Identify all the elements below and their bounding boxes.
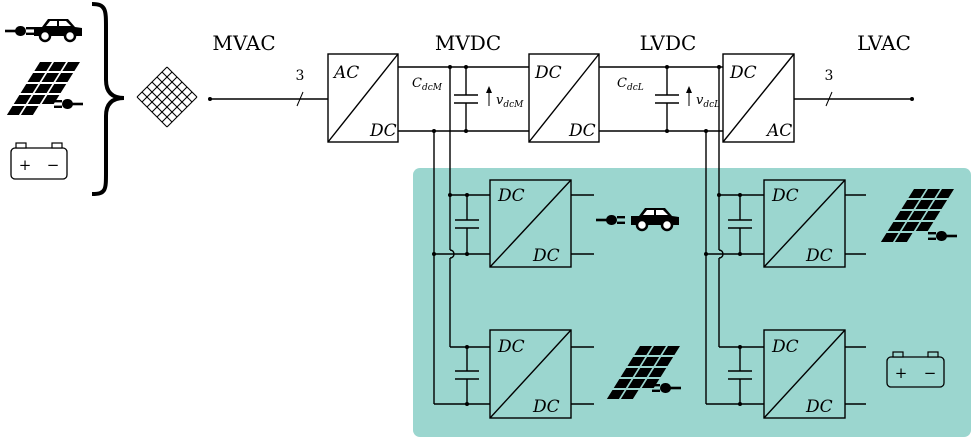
svg-text:DC: DC [568,121,596,141]
svg-text:DC: DC [805,246,833,266]
converter-dc-dc-main: DC DC [528,53,600,143]
left-bus-wiring [432,67,594,406]
svg-text:DC: DC [534,63,562,83]
lv-capacitor-label: CdcL [617,76,644,93]
ev-charger-icon [5,26,34,36]
grid-mesh-icon [136,66,198,128]
lv-voltage-label: vdcL [696,93,720,110]
battery-minus: − [924,364,937,382]
converter-sub-ev: DC DC [489,179,572,268]
label-lvdc: LVDC [640,31,697,55]
converter-dc-ac: DC AC [722,53,795,143]
car-icon [32,17,84,43]
converter-sub-pv-left: DC DC [489,329,572,419]
label-mvac: MVAC [212,31,275,55]
svg-text:DC: DC [497,337,525,357]
battery-icon: + − [886,351,945,388]
svg-text:DC: DC [729,63,757,83]
svg-text:AC: AC [332,63,359,83]
svg-text:AC: AC [765,121,792,141]
battery-minus: − [47,156,60,174]
right-brace-icon [91,2,125,196]
svg-text:DC: DC [771,186,799,206]
plug-icon [54,99,83,109]
svg-text:DC: DC [497,186,525,206]
converter-sub-pv-right: DC DC [763,179,846,268]
battery-icon: + − [10,142,68,180]
main-wiring: 3 3 [208,65,914,133]
svg-text:DC: DC [771,337,799,357]
phase-count-right: 3 [825,68,834,84]
mv-capacitor-label: CdcM [412,76,443,93]
battery-plus: + [19,156,32,174]
svg-text:DC: DC [805,397,833,417]
phase-count-left: 3 [296,68,305,84]
label-lvac: LVAC [857,31,911,55]
label-mvdc: MVDC [435,31,501,55]
mv-voltage-label: vdcM [496,93,524,110]
svg-text:DC: DC [369,121,397,141]
converter-ac-dc: AC DC [327,53,399,143]
battery-plus: + [895,364,908,382]
converter-sub-battery: DC DC [763,329,846,419]
svg-text:DC: DC [532,397,560,417]
right-bus-wiring [704,67,866,406]
svg-text:DC: DC [532,246,560,266]
